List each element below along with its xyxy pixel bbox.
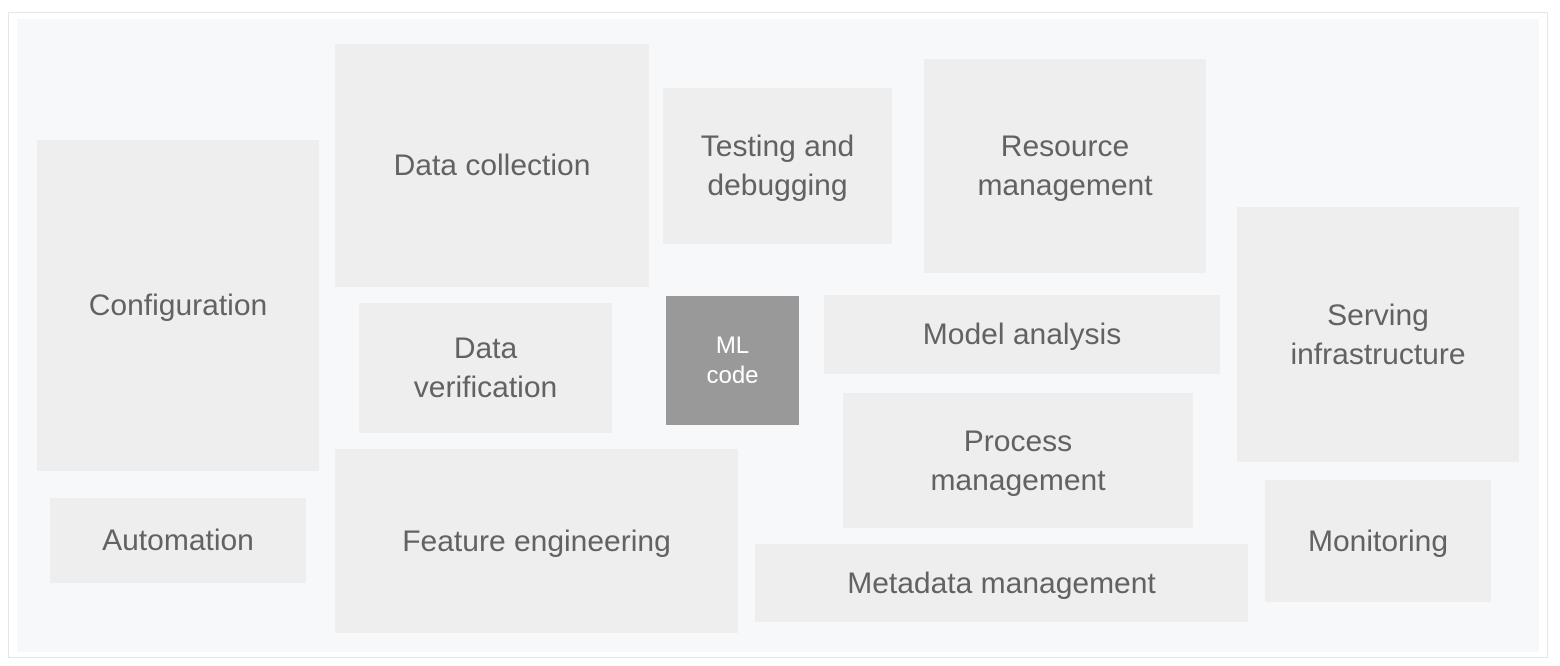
data-verification-label: Data verification: [413, 332, 558, 404]
feature-engineering-label: Feature engineering: [402, 524, 671, 558]
automation-box: Automation: [50, 498, 306, 583]
model-analysis-box: Model analysis: [824, 295, 1220, 374]
monitoring-box: Monitoring: [1265, 480, 1491, 602]
resource-management-box: Resource management: [924, 59, 1206, 273]
resource-management-label: Resource management: [977, 130, 1153, 202]
configuration-label: Configuration: [88, 289, 268, 322]
testing-debugging-label: Testing and debugging: [700, 130, 855, 202]
monitoring-label: Monitoring: [1307, 524, 1449, 558]
data-verification-box: Data verification: [359, 303, 612, 433]
metadata-management-box: Metadata management: [755, 544, 1248, 622]
process-management-label: Process management: [930, 424, 1106, 497]
feature-engineering-box: Feature engineering: [335, 449, 738, 633]
ml-code-label: ML code: [706, 331, 759, 389]
serving-infrastructure-label: Serving infrastructure: [1290, 298, 1466, 371]
data-collection-label: Data collection: [393, 149, 591, 182]
metadata-management-label: Metadata management: [847, 566, 1156, 600]
configuration-box: Configuration: [37, 140, 319, 471]
process-management-box: Process management: [843, 393, 1193, 528]
serving-infrastructure-box: Serving infrastructure: [1237, 207, 1519, 462]
ml-code-box: ML code: [666, 296, 799, 425]
testing-debugging-box: Testing and debugging: [663, 88, 892, 244]
model-analysis-label: Model analysis: [922, 318, 1122, 351]
data-collection-box: Data collection: [335, 44, 649, 287]
automation-label: Automation: [102, 524, 254, 557]
